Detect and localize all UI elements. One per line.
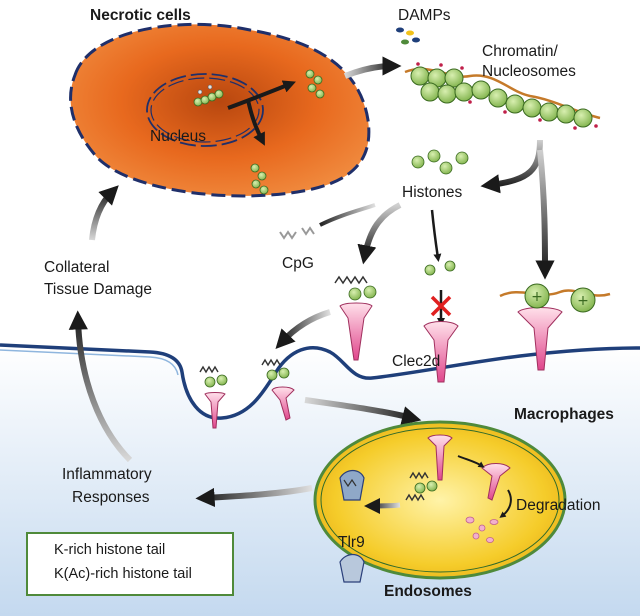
arrow-to-internalization [275, 309, 331, 350]
arrow-chromatin-to-histones [480, 139, 543, 194]
arrow-endosome-internal [363, 497, 401, 514]
nucleus-label: Nucleus [150, 128, 206, 145]
arrow-to-inflammatory [195, 485, 313, 508]
collateral-label-line1: Collateral [44, 259, 110, 276]
receptor-chromatin [517, 307, 563, 371]
endosomes-label: Endosomes [384, 583, 472, 600]
internalized-complex-left [199, 365, 228, 429]
necrotic-cells-label: Necrotic cells [90, 7, 191, 24]
arrow-nucleus-down [246, 99, 265, 146]
chromatin-tails [416, 62, 598, 130]
inhibit-cross [430, 295, 452, 317]
receptor-cpg [339, 302, 373, 361]
svg-text:+: + [577, 293, 589, 309]
legend: K-rich histone tail K(Ac)-rich histone t… [26, 532, 234, 596]
cpg-label: CpG [282, 255, 314, 272]
endosome [313, 420, 567, 580]
receptor-clec2d [423, 321, 459, 383]
histone-cpg-complex [334, 275, 377, 301]
degradation-label: Degradation [516, 497, 601, 514]
legend-label-k-rich: K-rich histone tail [54, 542, 166, 558]
macrophages-label: Macrophages [514, 406, 614, 423]
inflammatory-label-line1: Inflammatory [62, 466, 152, 483]
chromatin-label-line1: Chromatin/ [482, 43, 558, 60]
nucleus [146, 73, 264, 147]
tlr9-label: Tlr9 [338, 534, 365, 551]
legend-label-kac-rich: K(Ac)-rich histone tail [54, 566, 192, 582]
free-histones [411, 149, 469, 175]
nuclear-chromatin [193, 84, 224, 107]
svg-text:+: + [531, 289, 543, 305]
cpg-dna [279, 226, 315, 240]
arrow-histones-to-cpg [357, 202, 402, 265]
internalized-complex-right [261, 358, 295, 421]
damps-molecules [396, 27, 420, 45]
arrow-chromatin-to-receptor [535, 149, 555, 280]
tlr9-receptor-top [339, 469, 365, 501]
arrow-to-endosome [304, 397, 422, 425]
damps-label: DAMPs [398, 7, 451, 24]
histones-label: Histones [402, 184, 463, 201]
tlr9-receptor-bottom [339, 553, 365, 583]
clec2d-label: Clec2d [392, 353, 441, 370]
arrow-to-necrotic [89, 185, 119, 241]
arrow-nucleus-release [227, 80, 296, 110]
chromatin-label-line2: Nucleosomes [482, 63, 576, 80]
endosome-complex [405, 471, 438, 502]
chromatin-nucleosomes [410, 66, 593, 128]
arrow-histones-to-cpg-fragment [319, 203, 376, 227]
arrow-to-chromatin [343, 56, 402, 79]
degradation-fragments [465, 516, 499, 543]
receptor-nucleosomes: + + [499, 283, 611, 313]
arrow-to-collateral [68, 310, 133, 463]
inflammatory-label-line2: Responses [72, 489, 150, 506]
arrow-histones-to-clec2d [430, 209, 442, 262]
necrotic-cell [69, 22, 371, 198]
collateral-label-line2: Tissue Damage [44, 281, 152, 298]
released-chromatin [250, 69, 325, 195]
